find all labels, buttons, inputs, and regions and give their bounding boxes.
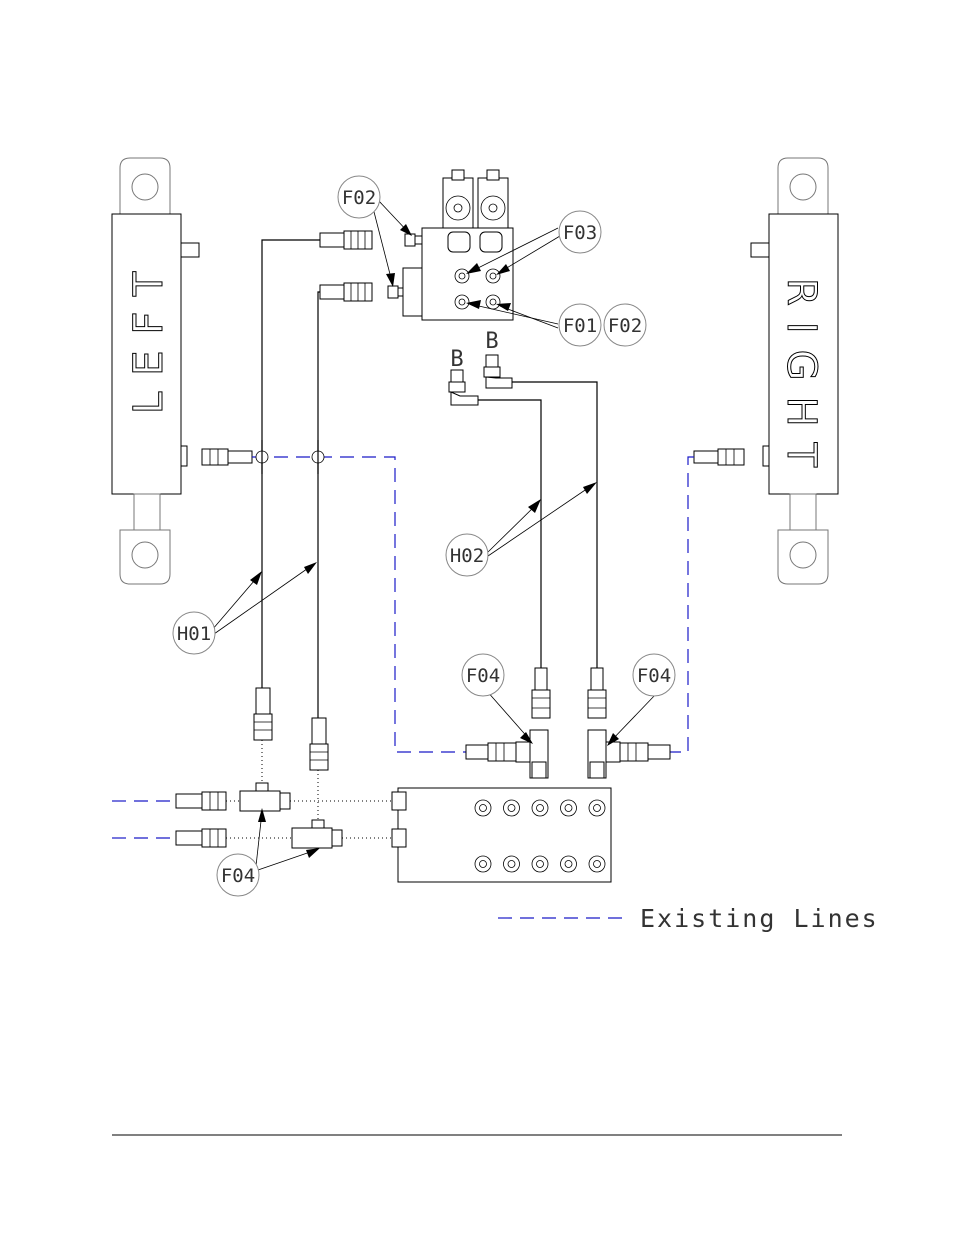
callout-f02-right: F02 — [604, 304, 646, 346]
manifold-block — [392, 788, 611, 882]
svg-text:F02: F02 — [342, 187, 376, 209]
right-cylinder: RIGHT — [751, 158, 838, 584]
existing-line-left-cylinder — [252, 457, 466, 752]
lower-fittings — [176, 792, 226, 847]
legend: Existing Lines — [498, 904, 879, 933]
legend-existing-lines-label: Existing Lines — [640, 904, 879, 933]
right-cylinder-fitting — [694, 449, 744, 465]
svg-text:F03: F03 — [563, 222, 597, 244]
callout-f04-mid-right: F04 — [633, 654, 675, 696]
svg-text:F04: F04 — [637, 665, 671, 687]
svg-text:H01: H01 — [177, 623, 211, 645]
tee-fitting-lower-2 — [292, 820, 342, 848]
tee-fitting-right-mid — [588, 730, 670, 778]
svg-text:F04: F04 — [221, 865, 255, 887]
hose-h01 — [254, 231, 372, 770]
left-cylinder: LEFT — [112, 158, 199, 584]
callout-h02: H02 — [446, 534, 488, 576]
callout-h01: H01 — [173, 612, 215, 654]
svg-text:H02: H02 — [450, 545, 484, 567]
callout-f02-top: F02 — [338, 176, 380, 218]
port-label-b-right: B — [485, 329, 498, 354]
svg-text:F04: F04 — [466, 665, 500, 687]
callout-f04-bottom: F04 — [217, 854, 259, 896]
tee-fitting-lower-1 — [240, 783, 290, 811]
callout-f01: F01 — [559, 304, 601, 346]
right-cylinder-label: RIGHT — [778, 278, 824, 483]
valve-block — [388, 170, 513, 320]
callout-f04-mid-left: F04 — [462, 654, 504, 696]
svg-text:F01: F01 — [563, 315, 597, 337]
port-label-b-left: B — [450, 347, 463, 372]
left-cylinder-label: LEFT — [126, 256, 172, 414]
existing-line-right-cylinder — [656, 457, 694, 752]
tee-fitting-left-mid — [466, 730, 548, 778]
callout-f03: F03 — [559, 211, 601, 253]
svg-text:F02: F02 — [608, 315, 642, 337]
left-cylinder-fitting — [202, 449, 252, 465]
